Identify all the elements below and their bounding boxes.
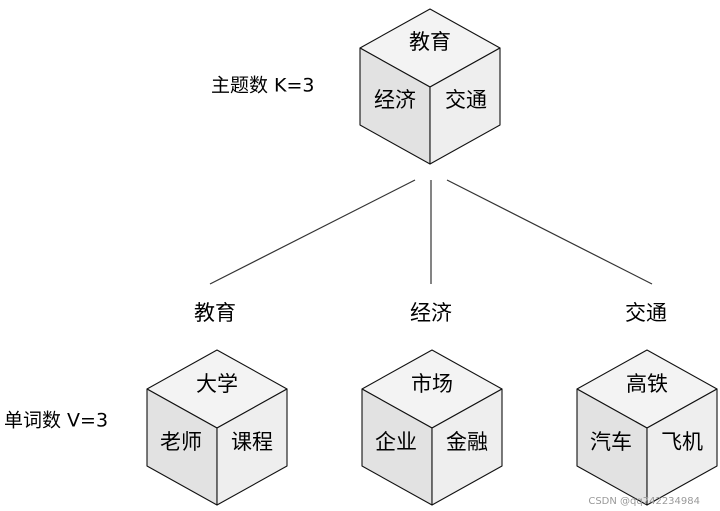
economy-cube-top-text: 市场 [411, 372, 453, 396]
topic-count-label: 主题数 K=3 [211, 75, 315, 97]
topic-label-economy: 经济 [410, 301, 452, 325]
economy-cube: 市场 企业 金融 [361, 349, 503, 506]
transport-cube-left-text: 汽车 [590, 430, 632, 454]
transport-cube: 高铁 汽车 飞机 [576, 349, 718, 506]
word-count-label: 单词数 V=3 [4, 410, 108, 432]
education-cube-right-text: 课程 [231, 430, 273, 454]
education-cube-top-text: 大学 [196, 372, 238, 396]
root-cube-left-text: 经济 [374, 88, 416, 112]
economy-cube-right-text: 金融 [446, 430, 488, 454]
root-cube-right-text: 交通 [445, 88, 487, 112]
root-cube: 教育 经济 交通 [359, 8, 501, 165]
topic-label-transport: 交通 [625, 301, 667, 325]
transport-cube-right-face [646, 388, 718, 506]
economy-cube-right-face [431, 388, 503, 506]
transport-cube-top-text: 高铁 [626, 372, 668, 396]
topic-label-education: 教育 [194, 301, 236, 325]
root-cube-top-text: 教育 [409, 30, 451, 54]
watermark-text: CSDN @qq742234984 [588, 496, 700, 507]
education-cube: 大学 老师 课程 [146, 349, 288, 506]
root-cube-right-face [429, 47, 501, 165]
economy-cube-left-text: 企业 [375, 430, 417, 454]
education-cube-left-text: 老师 [160, 430, 202, 454]
transport-cube-right-text: 飞机 [661, 430, 703, 454]
branch-line-education [209, 179, 416, 285]
branch-line-transport [446, 179, 653, 285]
branch-lines [209, 179, 653, 285]
education-cube-right-face [216, 388, 288, 506]
